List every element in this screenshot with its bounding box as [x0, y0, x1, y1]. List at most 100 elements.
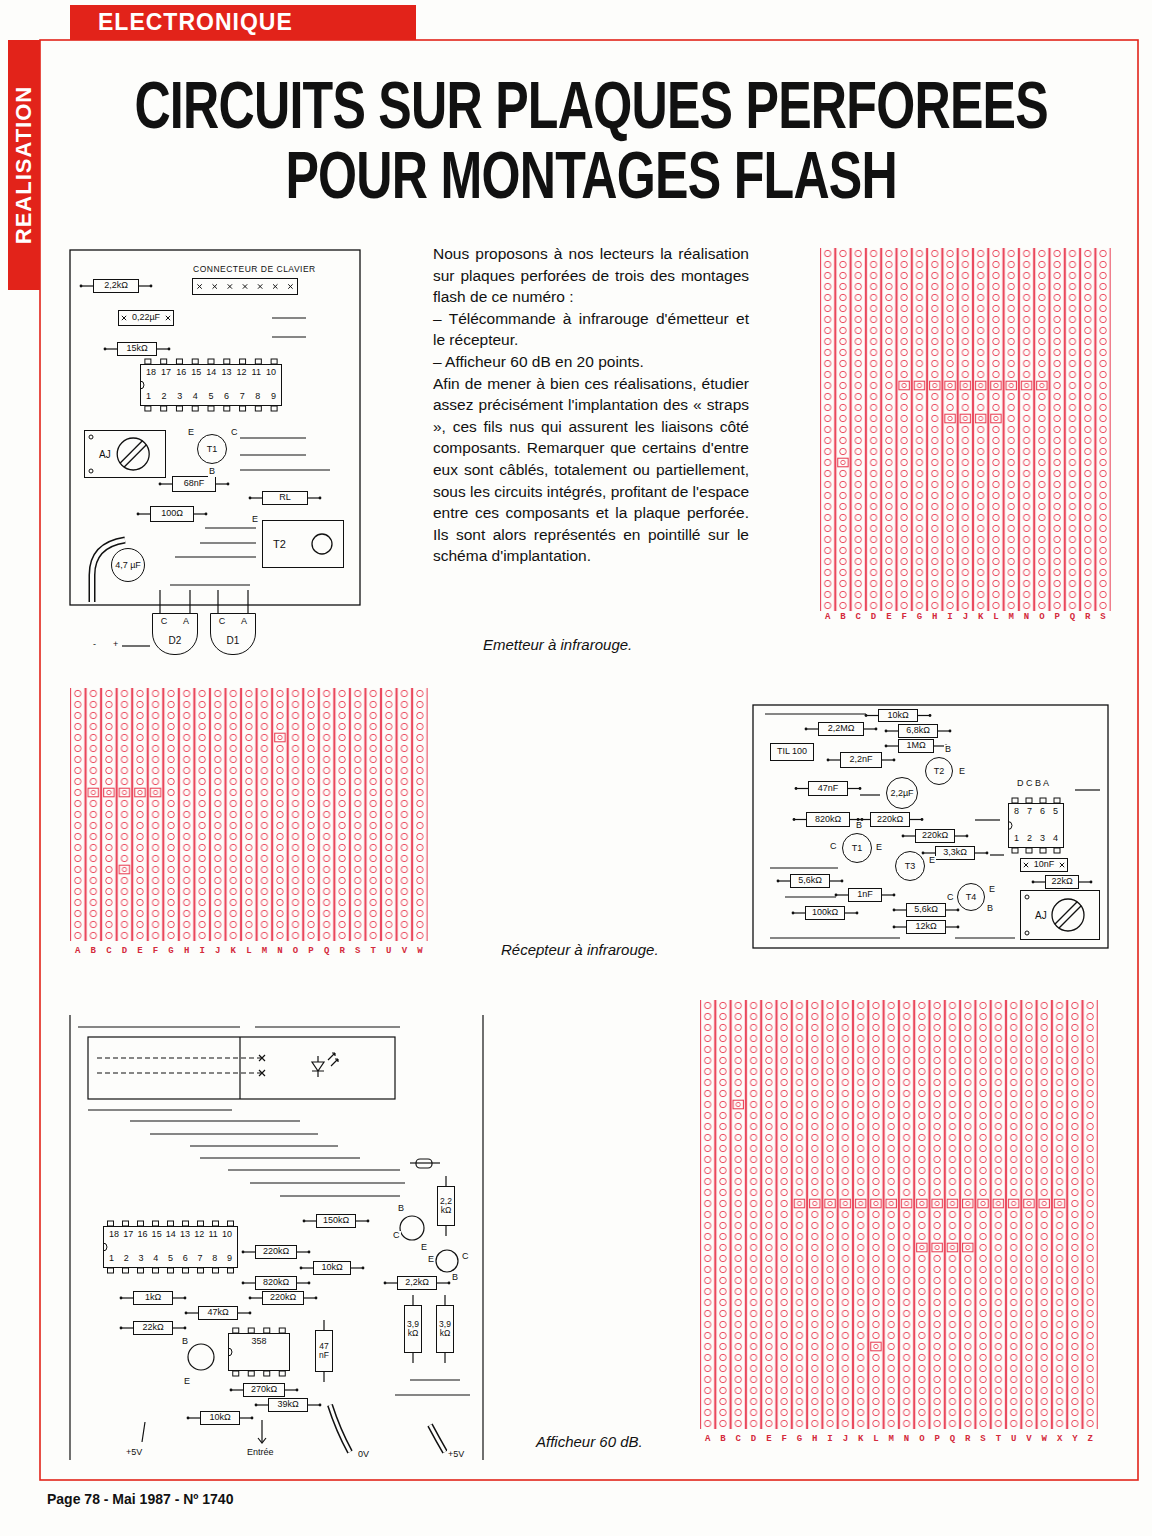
ic-pin	[213, 1268, 219, 1273]
component-value: A	[241, 617, 247, 627]
solder-point	[1032, 881, 1035, 884]
pin-label: E	[187, 428, 195, 438]
resistor-symbol: 6,8kΩ	[898, 724, 938, 738]
trimmer-body	[1052, 899, 1084, 931]
solder-point	[859, 787, 862, 790]
ic-pin	[264, 1371, 270, 1376]
pad-mark	[243, 284, 247, 288]
component-box: TIL 100	[770, 743, 814, 761]
ic-pin	[176, 406, 182, 411]
solder-point	[187, 1417, 190, 1420]
resistor-symbol: 39kΩ	[268, 1398, 308, 1412]
ic-pin	[123, 1268, 129, 1273]
component-lead	[886, 730, 898, 731]
page-frame	[40, 40, 1138, 1480]
trimmer-slot	[124, 445, 146, 467]
header-band: ELECTRONIQUE	[70, 5, 416, 40]
pad-mark	[122, 316, 126, 320]
ic-pin	[183, 1268, 189, 1273]
pin-label: E	[427, 1255, 435, 1265]
solder-point	[835, 894, 838, 897]
resistor-symbol: 47nF	[808, 781, 848, 796]
pin-label: B	[944, 745, 952, 755]
component-value: 1MΩ	[906, 741, 925, 751]
pin-label: E	[420, 1243, 428, 1253]
column-letters: A B C D E F G H I J K L M N O P Q R S T …	[75, 947, 423, 957]
solder-point	[249, 1312, 252, 1315]
component-value: 4,7 µF	[115, 561, 141, 570]
strap-wire	[860, 794, 880, 795]
component-lead	[437, 1282, 449, 1283]
column-letters: A B C D E F G H I J K L M N O P Q R S	[825, 613, 1106, 623]
strap-wire	[97, 1057, 262, 1058]
solder-point	[205, 513, 208, 516]
pin-label: C	[829, 842, 838, 852]
component-lead	[794, 819, 806, 820]
solder-point	[255, 1404, 258, 1407]
infrared-diode: CAD2	[152, 613, 198, 655]
ic-package: 18 17 16 15 14 13 12 11 101 2 3 4 5 6 7 …	[103, 1226, 238, 1268]
component-lead	[80, 284, 1093, 1419]
component-lead	[923, 852, 935, 853]
pin-label: B	[451, 1273, 459, 1283]
strap-wire	[142, 1422, 145, 1442]
component-lead	[308, 497, 320, 498]
resistor-symbol: 220kΩ	[262, 1291, 304, 1305]
solder-point	[902, 835, 905, 838]
component-lead	[323, 1320, 324, 1330]
resistor-symbol: 270kΩ	[243, 1383, 285, 1397]
pin-numbers: 18 17 16 15 14 13 12 11 10	[146, 368, 276, 378]
pin-label: B	[208, 467, 216, 477]
pin-numbers: 358	[251, 1337, 266, 1347]
strap-wire	[240, 454, 306, 455]
pin-label: E	[928, 856, 936, 866]
component-lead	[444, 1353, 445, 1363]
strap-wire	[272, 336, 306, 337]
component-lead	[105, 348, 117, 349]
component-lead	[250, 497, 262, 498]
component-value: 820kΩ	[263, 1278, 289, 1288]
solder-point	[893, 894, 896, 897]
component-lead	[882, 759, 894, 760]
pin-label: C	[230, 428, 239, 438]
ic-pin	[228, 1268, 234, 1273]
strap-wire	[272, 317, 306, 318]
section-band: REALISATION	[8, 40, 40, 290]
strap-wire	[330, 1405, 350, 1452]
resistor-symbol: 10kΩ	[313, 1261, 351, 1275]
perforated-board	[731, 1099, 746, 1110]
pin-label: B	[397, 1204, 405, 1214]
solder-point	[89, 435, 93, 439]
strap-wire	[190, 1145, 338, 1146]
solder-point	[827, 759, 830, 762]
component-lead	[946, 926, 958, 927]
resistor-symbol: 100kΩ	[805, 906, 845, 920]
perforated-board	[700, 1000, 1098, 1429]
component-lead	[858, 819, 870, 820]
component-lead	[243, 1251, 255, 1252]
strap-wire	[753, 705, 1108, 948]
solder-point	[308, 1251, 311, 1254]
component-lead	[356, 1220, 368, 1221]
strap-wire	[990, 854, 1004, 855]
strap-wire	[217, 590, 218, 613]
component-value: 2,2 kΩ	[440, 1197, 452, 1215]
resistor-symbol: 47 nF	[315, 1330, 333, 1372]
pad-mark	[1024, 863, 1028, 867]
solder-point	[795, 787, 798, 790]
pad-mark	[213, 284, 217, 288]
pin-label: C	[392, 1231, 401, 1241]
component-value: 100Ω	[161, 509, 183, 519]
resistor-symbol: 12kΩ	[906, 920, 946, 934]
solder-point	[362, 1267, 365, 1270]
component-lead	[121, 1297, 133, 1298]
capacitor-symbol: 10nF	[1020, 858, 1068, 872]
resistor-symbol: RL	[262, 491, 308, 505]
strap-wire	[410, 1379, 460, 1380]
component-lead	[194, 513, 206, 514]
solder-point	[230, 1389, 233, 1392]
component-value: 1kΩ	[145, 1293, 161, 1303]
resistor-symbol: 3,3kΩ	[935, 846, 975, 860]
solder-point	[949, 730, 952, 733]
